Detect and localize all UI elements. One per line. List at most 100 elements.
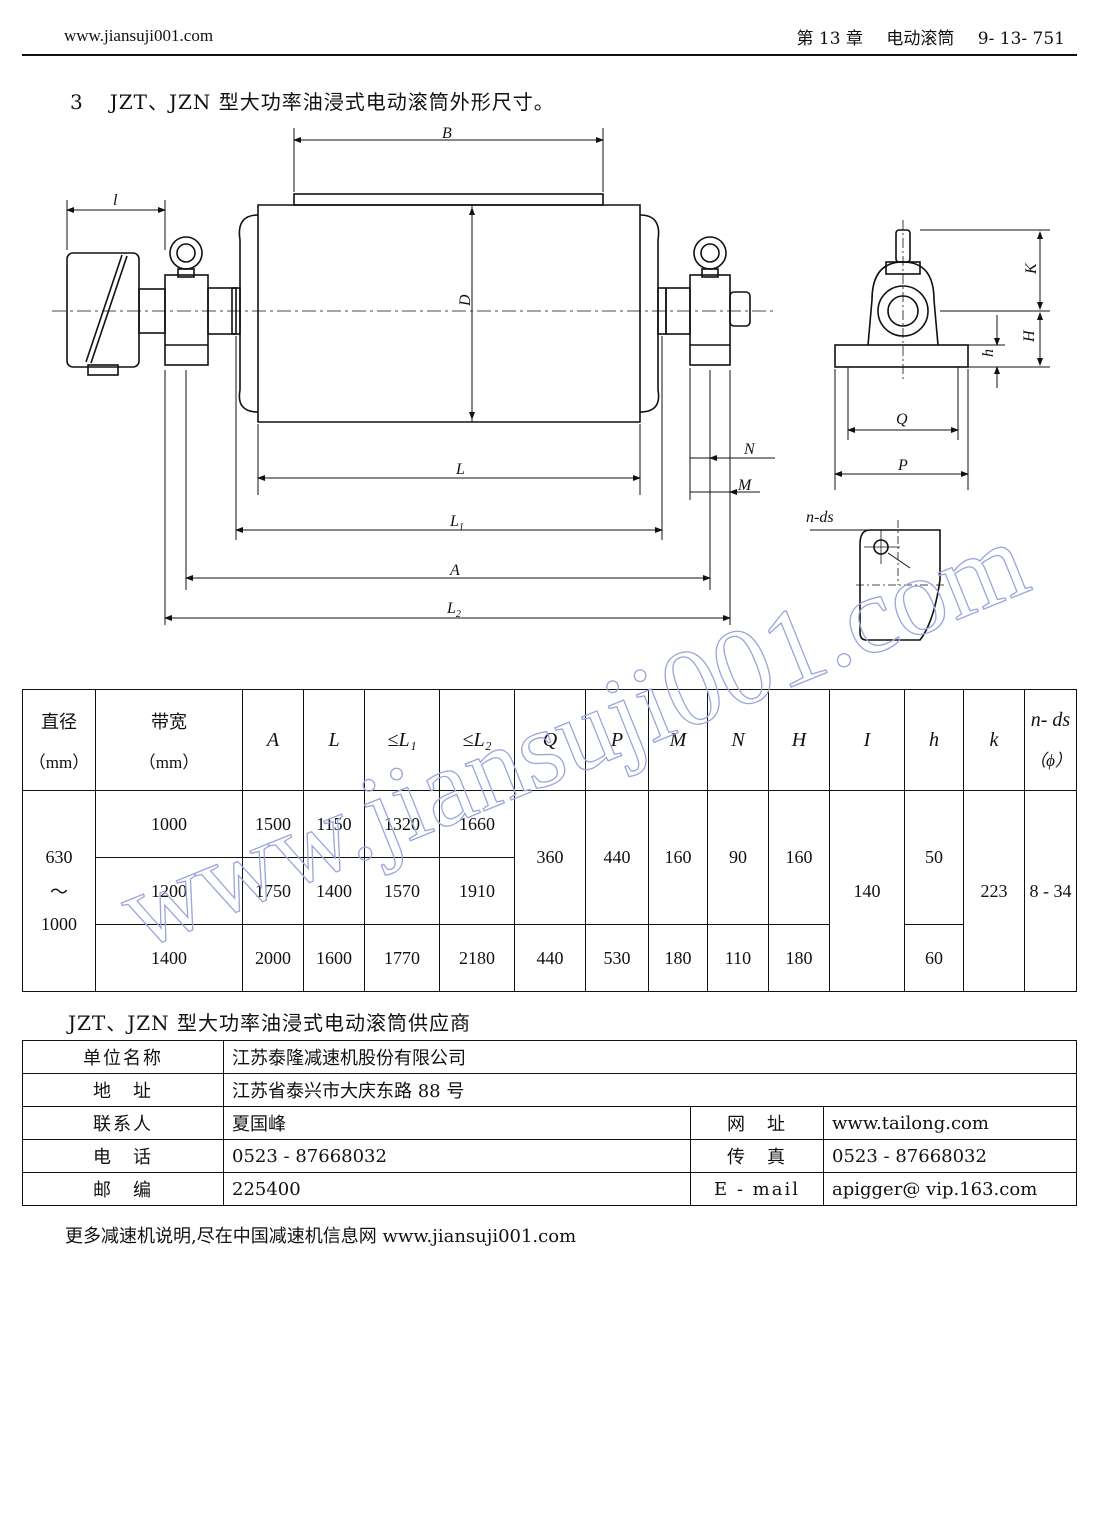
table-cell: 1400 xyxy=(303,857,365,925)
website-label: 网 址 xyxy=(690,1106,824,1140)
col-header-k: k xyxy=(963,689,1025,791)
contact-value: 夏国峰 xyxy=(223,1106,691,1140)
table-cell: 1200 xyxy=(95,857,243,925)
col-header-L1: ≤L₁ xyxy=(364,689,440,791)
company-label: 单位名称 xyxy=(22,1040,224,1074)
phone-value: 0523 - 87668032 xyxy=(223,1139,691,1173)
table-cell: 1500 xyxy=(242,790,304,858)
website-value[interactable]: www.tailong.com xyxy=(823,1106,1077,1140)
table-cell: 2000 xyxy=(242,924,304,992)
table-cell: 140 xyxy=(829,790,905,992)
table-cell: 1570 xyxy=(364,857,440,925)
table-cell: 50 xyxy=(904,790,964,925)
supplier-section-title: JZT、JZN 型大功率油浸式电动滚筒供应商 xyxy=(68,1011,472,1035)
table-cell: 1910 xyxy=(439,857,515,925)
table-cell: 1400 xyxy=(95,924,243,992)
dim-label-l: l xyxy=(113,192,118,209)
fax-value: 0523 - 87668032 xyxy=(823,1139,1077,1173)
address-value: 江苏省泰兴市大庆东路 88 号 xyxy=(223,1073,1077,1107)
dim-label-L: L xyxy=(455,461,465,478)
base-plate-detail xyxy=(810,520,945,641)
table-cell: 8 - 34 xyxy=(1024,790,1077,992)
dimension-spec-table: 直径（mm） 带宽（mm） A L ≤L₁ ≤L₂ Q P M N H I h … xyxy=(22,689,1077,992)
page-header: www.jiansuji001.com 第 13 章 电动滚筒 9- 13- 7… xyxy=(22,22,1077,56)
dim-label-B: B xyxy=(442,125,452,142)
table-row: 联系人 夏国峰 网 址 www.tailong.com xyxy=(22,1106,1077,1140)
table-cell: 2180 xyxy=(439,924,515,992)
table-cell: 360 xyxy=(514,790,586,925)
address-label: 地 址 xyxy=(22,1073,224,1107)
table-cell: 110 xyxy=(707,924,769,992)
table-cell: 440 xyxy=(585,790,649,925)
drum-body xyxy=(257,204,641,423)
col-header-M: M xyxy=(648,689,708,791)
dim-label-H: H xyxy=(1021,329,1038,343)
col-header-diameter: 直径（mm） xyxy=(22,689,96,791)
table-row: 1400 2000 1600 1770 2180 440 530 180 110… xyxy=(23,924,1077,992)
table-cell: 1320 xyxy=(364,790,440,858)
dim-label-L2: L2 xyxy=(446,600,461,620)
col-header-Q: Q xyxy=(514,689,586,791)
dim-label-nds: n-ds xyxy=(806,509,834,526)
table-cell: 180 xyxy=(648,924,708,992)
col-header-A: A xyxy=(242,689,304,791)
dim-label-A: A xyxy=(449,562,460,579)
table-cell: 1660 xyxy=(439,790,515,858)
table-row: 电 话 0523 - 87668032 传 真 0523 - 87668032 xyxy=(22,1139,1077,1173)
table-cell: 1150 xyxy=(303,790,365,858)
table-row: 1200 1750 1400 1570 1910 xyxy=(23,857,1077,925)
contact-label: 联系人 xyxy=(22,1106,224,1140)
header-page-number: 9- 13- 751 xyxy=(977,29,1065,49)
header-chapter: 第 13 章 xyxy=(796,29,863,49)
dim-label-D: D xyxy=(457,294,474,307)
fax-label: 传 真 xyxy=(690,1139,824,1173)
col-header-H: H xyxy=(768,689,830,791)
col-header-nds: n- ds（ϕ） xyxy=(1024,689,1077,791)
section-title: 3 JZT、JZN 型大功率油浸式电动滚筒外形尺寸。 xyxy=(70,86,555,115)
table-row: 邮 编 225400 E - mail apigger@ vip.163.com xyxy=(22,1172,1077,1206)
table-row: 630 ～ 1000 1000 1500 1150 1320 1660 360 … xyxy=(22,790,1077,992)
table-cell: 223 xyxy=(963,790,1025,992)
left-bearing-block xyxy=(164,274,209,366)
table-cell: 160 xyxy=(768,790,830,925)
dim-label-L1: L1 xyxy=(449,513,464,533)
col-header-h: h xyxy=(904,689,964,791)
header-chapter-name: 电动滚筒 xyxy=(886,29,955,49)
roller-dimension-drawing: B l D L L1 A L2 N M K H h Q P n-ds xyxy=(52,125,1050,641)
right-bearing-block xyxy=(689,274,731,366)
section-title-text: JZT、JZN 型大功率油浸式电动滚筒外形尺寸。 xyxy=(109,90,555,114)
dim-label-h: h xyxy=(980,349,997,357)
col-header-L: L xyxy=(303,689,365,791)
table-cell: 90 xyxy=(707,790,769,925)
table-cell: 60 xyxy=(904,924,964,992)
header-chapter-info: 第 13 章 电动滚筒 9- 13- 751 xyxy=(779,24,1065,49)
end-view xyxy=(834,220,1050,490)
col-header-I: I xyxy=(829,689,905,791)
table-cell: 1600 xyxy=(303,924,365,992)
header-site: www.jiansuji001.com xyxy=(64,26,214,45)
email-value[interactable]: apigger@ vip.163.com xyxy=(823,1172,1077,1206)
table-row: 地 址 江苏省泰兴市大庆东路 88 号 xyxy=(22,1073,1077,1107)
table-cell: 1000 xyxy=(95,790,243,858)
table-cell: 1750 xyxy=(242,857,304,925)
table-cell: 440 xyxy=(514,924,586,992)
table-cell: 530 xyxy=(585,924,649,992)
dim-label-K: K xyxy=(1023,262,1040,275)
diameter-cell: 630 ～ 1000 xyxy=(22,790,96,992)
col-header-belt-width: 带宽（mm） xyxy=(95,689,243,791)
col-header-N: N xyxy=(707,689,769,791)
postcode-label: 邮 编 xyxy=(22,1172,224,1206)
section-number: 3 xyxy=(70,90,84,114)
table-cell: 160 xyxy=(648,790,708,925)
dim-label-N: N xyxy=(743,441,756,458)
table-cell: 180 xyxy=(768,924,830,992)
supplier-info-table: 单位名称 江苏泰隆减速机股份有限公司 地 址 江苏省泰兴市大庆东路 88 号 联… xyxy=(22,1040,1077,1206)
col-header-L2: ≤L₂ xyxy=(439,689,515,791)
postcode-value: 225400 xyxy=(223,1172,691,1206)
col-header-P: P xyxy=(585,689,649,791)
table-row: 单位名称 江苏泰隆减速机股份有限公司 xyxy=(22,1040,1077,1074)
phone-label: 电 话 xyxy=(22,1139,224,1173)
table-cell: 1770 xyxy=(364,924,440,992)
email-label: E - mail xyxy=(690,1172,824,1206)
page-footer: 更多减速机说明,尽在中国减速机信息网 www.jiansuji001.com xyxy=(65,1226,577,1247)
